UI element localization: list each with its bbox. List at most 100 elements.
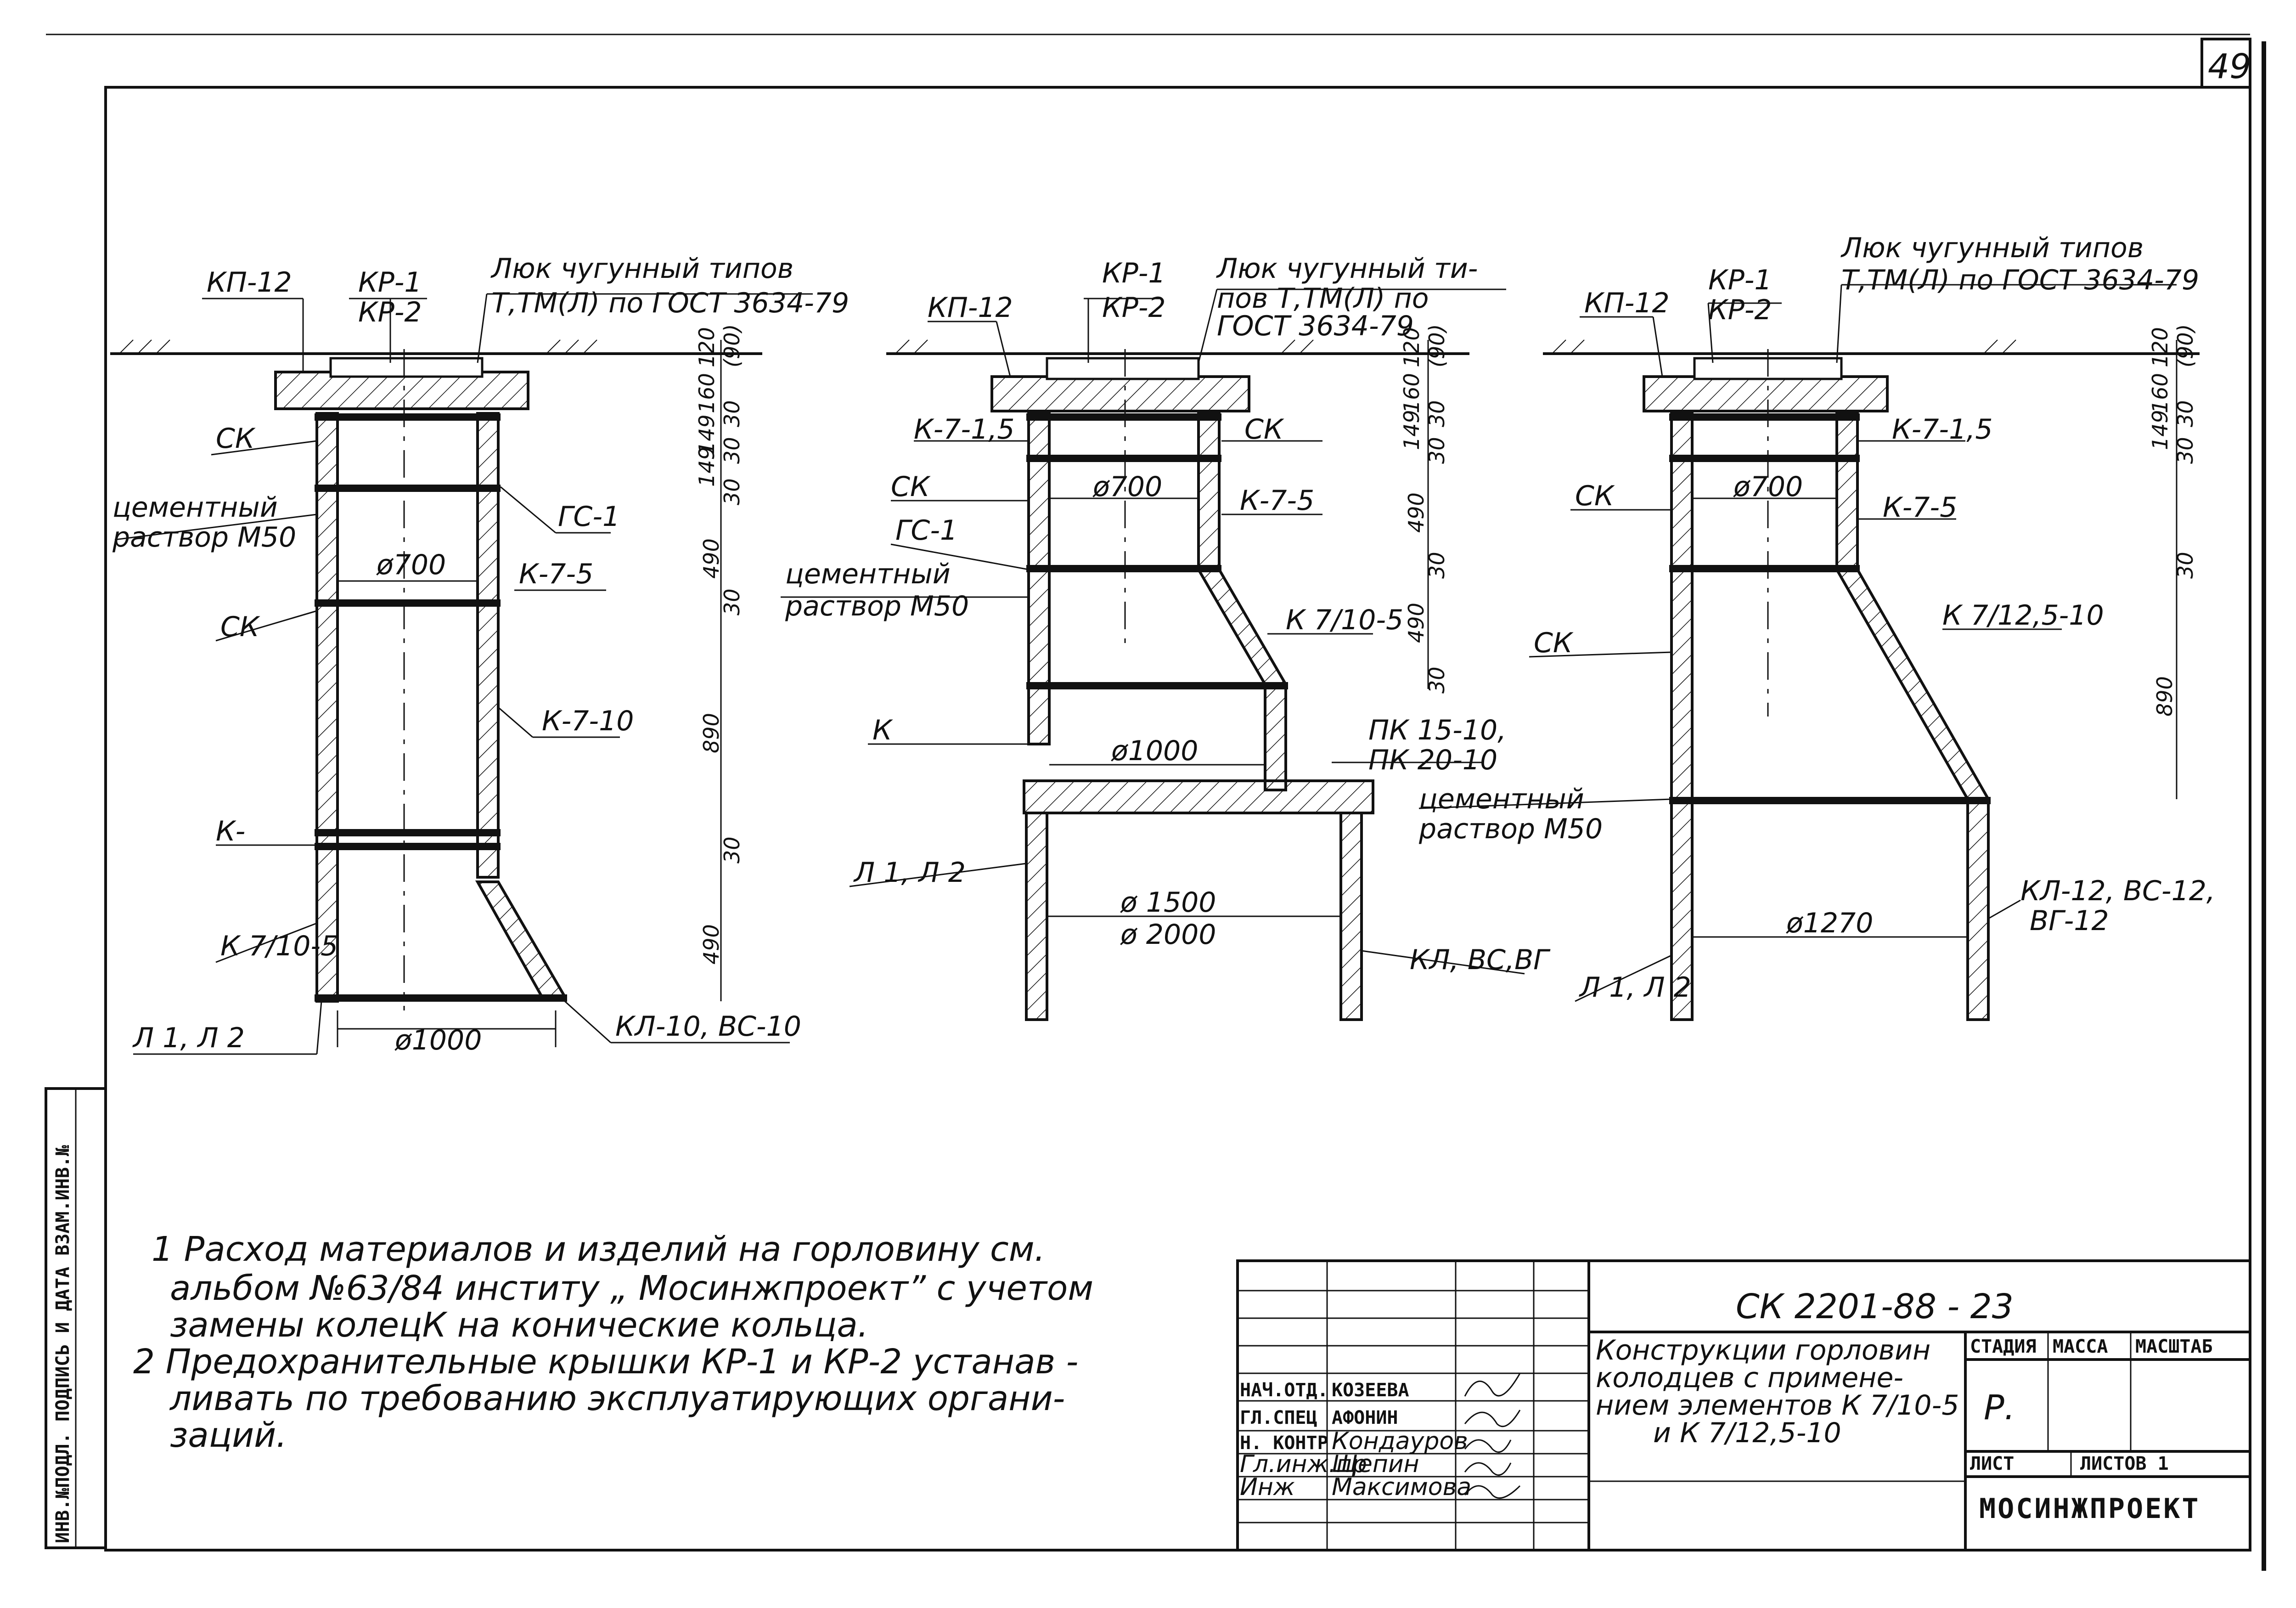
drawing-code: СК 2201-88 - 23 — [1736, 1287, 2014, 1326]
mass-header: МАССА — [2053, 1336, 2108, 1357]
dim-2-120: 120 — [1399, 327, 1424, 367]
label-sk-3a: СК — [1575, 480, 1615, 512]
dim-3-90: (90) — [2173, 324, 2198, 367]
label-kp12-2: КП-12 — [928, 292, 1013, 324]
title-line-1: Конструкции горловин — [1596, 1334, 1930, 1366]
hatch-note-1a: Люк чугунный типов — [490, 253, 793, 285]
dim-3-149: 149 — [2148, 410, 2172, 450]
note-line-5: ливать по требованию эксплуатирующих орг… — [169, 1379, 1065, 1418]
note-line-4: 2 Предохранительные крышки КР-1 и КР-2 у… — [133, 1342, 1078, 1382]
label-cone-2: К 7/10-5 — [1286, 604, 1403, 636]
chamber-wall-right-2 — [1339, 812, 1363, 1021]
label-sk-1a: СК — [216, 423, 256, 455]
wall-right-2 — [1197, 412, 1221, 571]
label-kr2-3: КР-2 — [1708, 294, 1772, 326]
mortar-2a: цементный — [785, 558, 951, 590]
name-4: Щепин — [1332, 1450, 1419, 1478]
label-kp12-3: КП-12 — [1584, 287, 1670, 319]
d700-label-2: ø700 — [1092, 471, 1162, 503]
label-kr1-1: КР-1 — [358, 266, 422, 299]
label-kr2-1: КР-2 — [358, 296, 422, 328]
dim-3-160: 160 — [2148, 373, 2172, 413]
d2000-label-2: ø 2000 — [1120, 919, 1216, 951]
wall-left-3 — [1670, 412, 1694, 1021]
hatch-note-1b: Т,ТМ(Л) по ГОСТ 3634-79 — [491, 287, 849, 319]
label-gs1-1: ГС-1 — [558, 501, 620, 533]
label-k710-1: К-7-10 — [542, 705, 634, 737]
mortar-3b: раствор М50 — [1418, 813, 1603, 845]
transition-slab-2 — [1023, 779, 1374, 814]
dim-2-90: (90) — [1424, 324, 1449, 367]
label-k715-3: К-7-1,5 — [1892, 413, 1993, 446]
cone-wall-2 — [1196, 568, 1289, 686]
d700-label-1: ø700 — [376, 549, 446, 581]
name-1: КОЗЕЕВА — [1332, 1380, 1409, 1401]
hatch-note-2b: пов Т,ТМ(Л) по — [1217, 282, 1429, 315]
mortar-1b: раствор М50 — [112, 521, 296, 553]
role-4: Гл.инж.пр — [1240, 1450, 1367, 1478]
dim-1-490a: 490 — [699, 538, 724, 579]
drawing-2: ø700 ø1000 ø 1500 ø 2000 120 (90) 160 30… — [781, 253, 1551, 1021]
cone-wall-1 — [475, 880, 568, 998]
dim-3-120: 120 — [2148, 327, 2172, 367]
role-2: ГЛ.СПЕЦ — [1240, 1407, 1317, 1428]
dim-1-890: 890 — [699, 713, 724, 753]
stage-value: Р. — [1984, 1388, 2015, 1427]
dim-2-490b: 490 — [1404, 603, 1429, 643]
mortar-2b: раствор М50 — [785, 590, 969, 622]
wall-left-2 — [1027, 412, 1051, 745]
label-cone-3: К 7/12,5-10 — [1942, 599, 2104, 632]
label-gs1-2: ГС-1 — [895, 514, 957, 547]
dim-2-30c: 30 — [1424, 552, 1449, 579]
name-5: Максимова — [1332, 1473, 1471, 1501]
hatch-note-2a: Люк чугунный ти- — [1216, 253, 1478, 285]
dim-1-30d: 30 — [720, 588, 744, 615]
dim-1-30a: 30 — [720, 400, 744, 427]
sheet-header: ЛИСТ — [1970, 1453, 2014, 1474]
sheets-header: ЛИСТОВ 1 — [2080, 1453, 2169, 1474]
label-pk-2b: ПК 20-10 — [1368, 744, 1497, 776]
hatch-note-3a: Люк чугунный типов — [1840, 232, 2144, 264]
dim-1-149a: 149 — [694, 414, 719, 455]
side-stamp: ИНВ.№ПОДЛ. ПОДПИСЬ И ДАТА ВЗАМ.ИНВ.№ — [45, 1087, 107, 1549]
d700-label-3: ø700 — [1733, 471, 1803, 503]
label-k715-2: К-7-1,5 — [914, 413, 1015, 446]
hatch-slab-2 — [990, 375, 1250, 412]
ground-hatch-1 — [119, 339, 597, 354]
dim-1-30c: 30 — [720, 478, 744, 505]
chamber-wall-right-3 — [1966, 798, 1990, 1021]
dim-2-490a: 490 — [1404, 492, 1429, 533]
d1270-label-3: ø1270 — [1786, 907, 1873, 939]
dim-2-30a: 30 — [1424, 400, 1449, 427]
label-k-2: К — [872, 714, 893, 746]
cast-iron-hatch-2 — [1046, 357, 1200, 380]
label-kl-2: КЛ, ВС,ВГ — [1410, 944, 1551, 976]
mortar-3a: цементный — [1419, 783, 1584, 815]
dim-3-30b: 30 — [2173, 437, 2198, 464]
role-1: НАЧ.ОТД. — [1240, 1380, 1328, 1401]
dim-1-160: 160 — [694, 373, 719, 413]
notes: 1 Расход материалов и изделий на горлови… — [133, 1230, 1093, 1455]
sheet-frame — [46, 34, 2266, 1571]
label-k75-3: К-7-5 — [1883, 491, 1957, 524]
label-cone-1: К 7/10-5 — [220, 930, 338, 962]
wall-lower-2 — [1264, 683, 1287, 791]
label-base-1: КЛ-10, ВС-10 — [615, 1010, 801, 1043]
label-sk-3b: СК — [1534, 627, 1574, 659]
name-2: АФОНИН — [1332, 1407, 1398, 1428]
title-line-3: нием элементов К 7/10-5 — [1596, 1389, 1959, 1422]
title-block: СК 2201-88 - 23 Конструкции горловин кол… — [1236, 1259, 2251, 1552]
label-kp12-1: КП-12 — [207, 266, 292, 299]
dim-3-890: 890 — [2152, 676, 2177, 717]
hatch-note-2c: ГОСТ 3634-79 — [1217, 310, 1414, 342]
mortar-1a: цементный — [113, 491, 278, 524]
wall-right-1 — [476, 412, 500, 879]
d1000-label-1: ø1000 — [394, 1024, 482, 1056]
dim-1-90: (90) — [720, 324, 744, 367]
stage-header: СТАДИЯ — [1970, 1336, 2037, 1357]
chamber-wall-left-2 — [1025, 812, 1048, 1021]
name-3: Кондауров — [1332, 1427, 1468, 1455]
signature-marks — [1464, 1373, 1521, 1499]
wall-left-1 — [315, 412, 339, 1003]
